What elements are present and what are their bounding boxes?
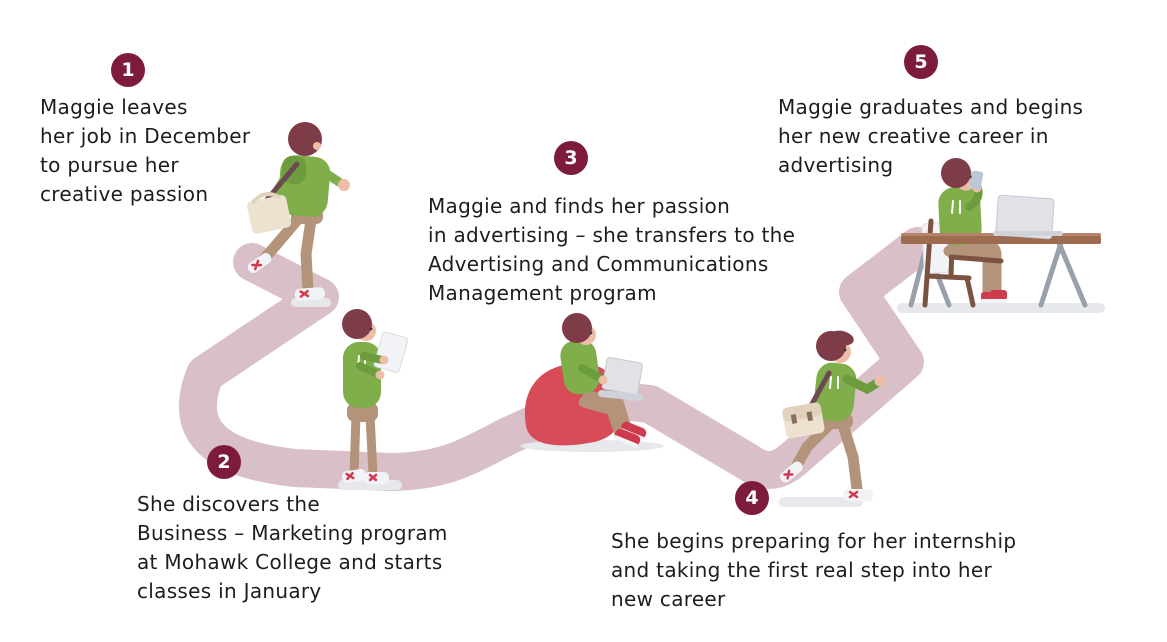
step-2-badge: 2 (207, 445, 241, 479)
step-1-caption: Maggie leaves her job in December to pur… (40, 95, 251, 206)
step-5-caption: Maggie graduates and begins her new crea… (778, 95, 1084, 177)
step-2-caption: She discovers the Business – Marketing p… (137, 492, 448, 603)
maggie-standing-reading-tablet-illustration (338, 309, 408, 490)
step-3-badge: 3 (554, 141, 588, 175)
maggie-running-with-satchel-illustration (779, 330, 886, 507)
step-1-badge: 1 (111, 53, 145, 87)
maggie-running-with-tote-bag-illustration (247, 122, 350, 307)
maggie-at-desk-on-phone-illustration (897, 158, 1105, 313)
step-4-caption: She begins preparing for her internship … (611, 529, 1017, 611)
maggie-sitting-on-beanbag-with-laptop-illustration (520, 313, 664, 452)
step-4-badge: 4 (735, 481, 769, 515)
step-3-caption: Maggie and finds her passion in advertis… (428, 194, 796, 305)
step-5-badge: 5 (904, 45, 938, 79)
